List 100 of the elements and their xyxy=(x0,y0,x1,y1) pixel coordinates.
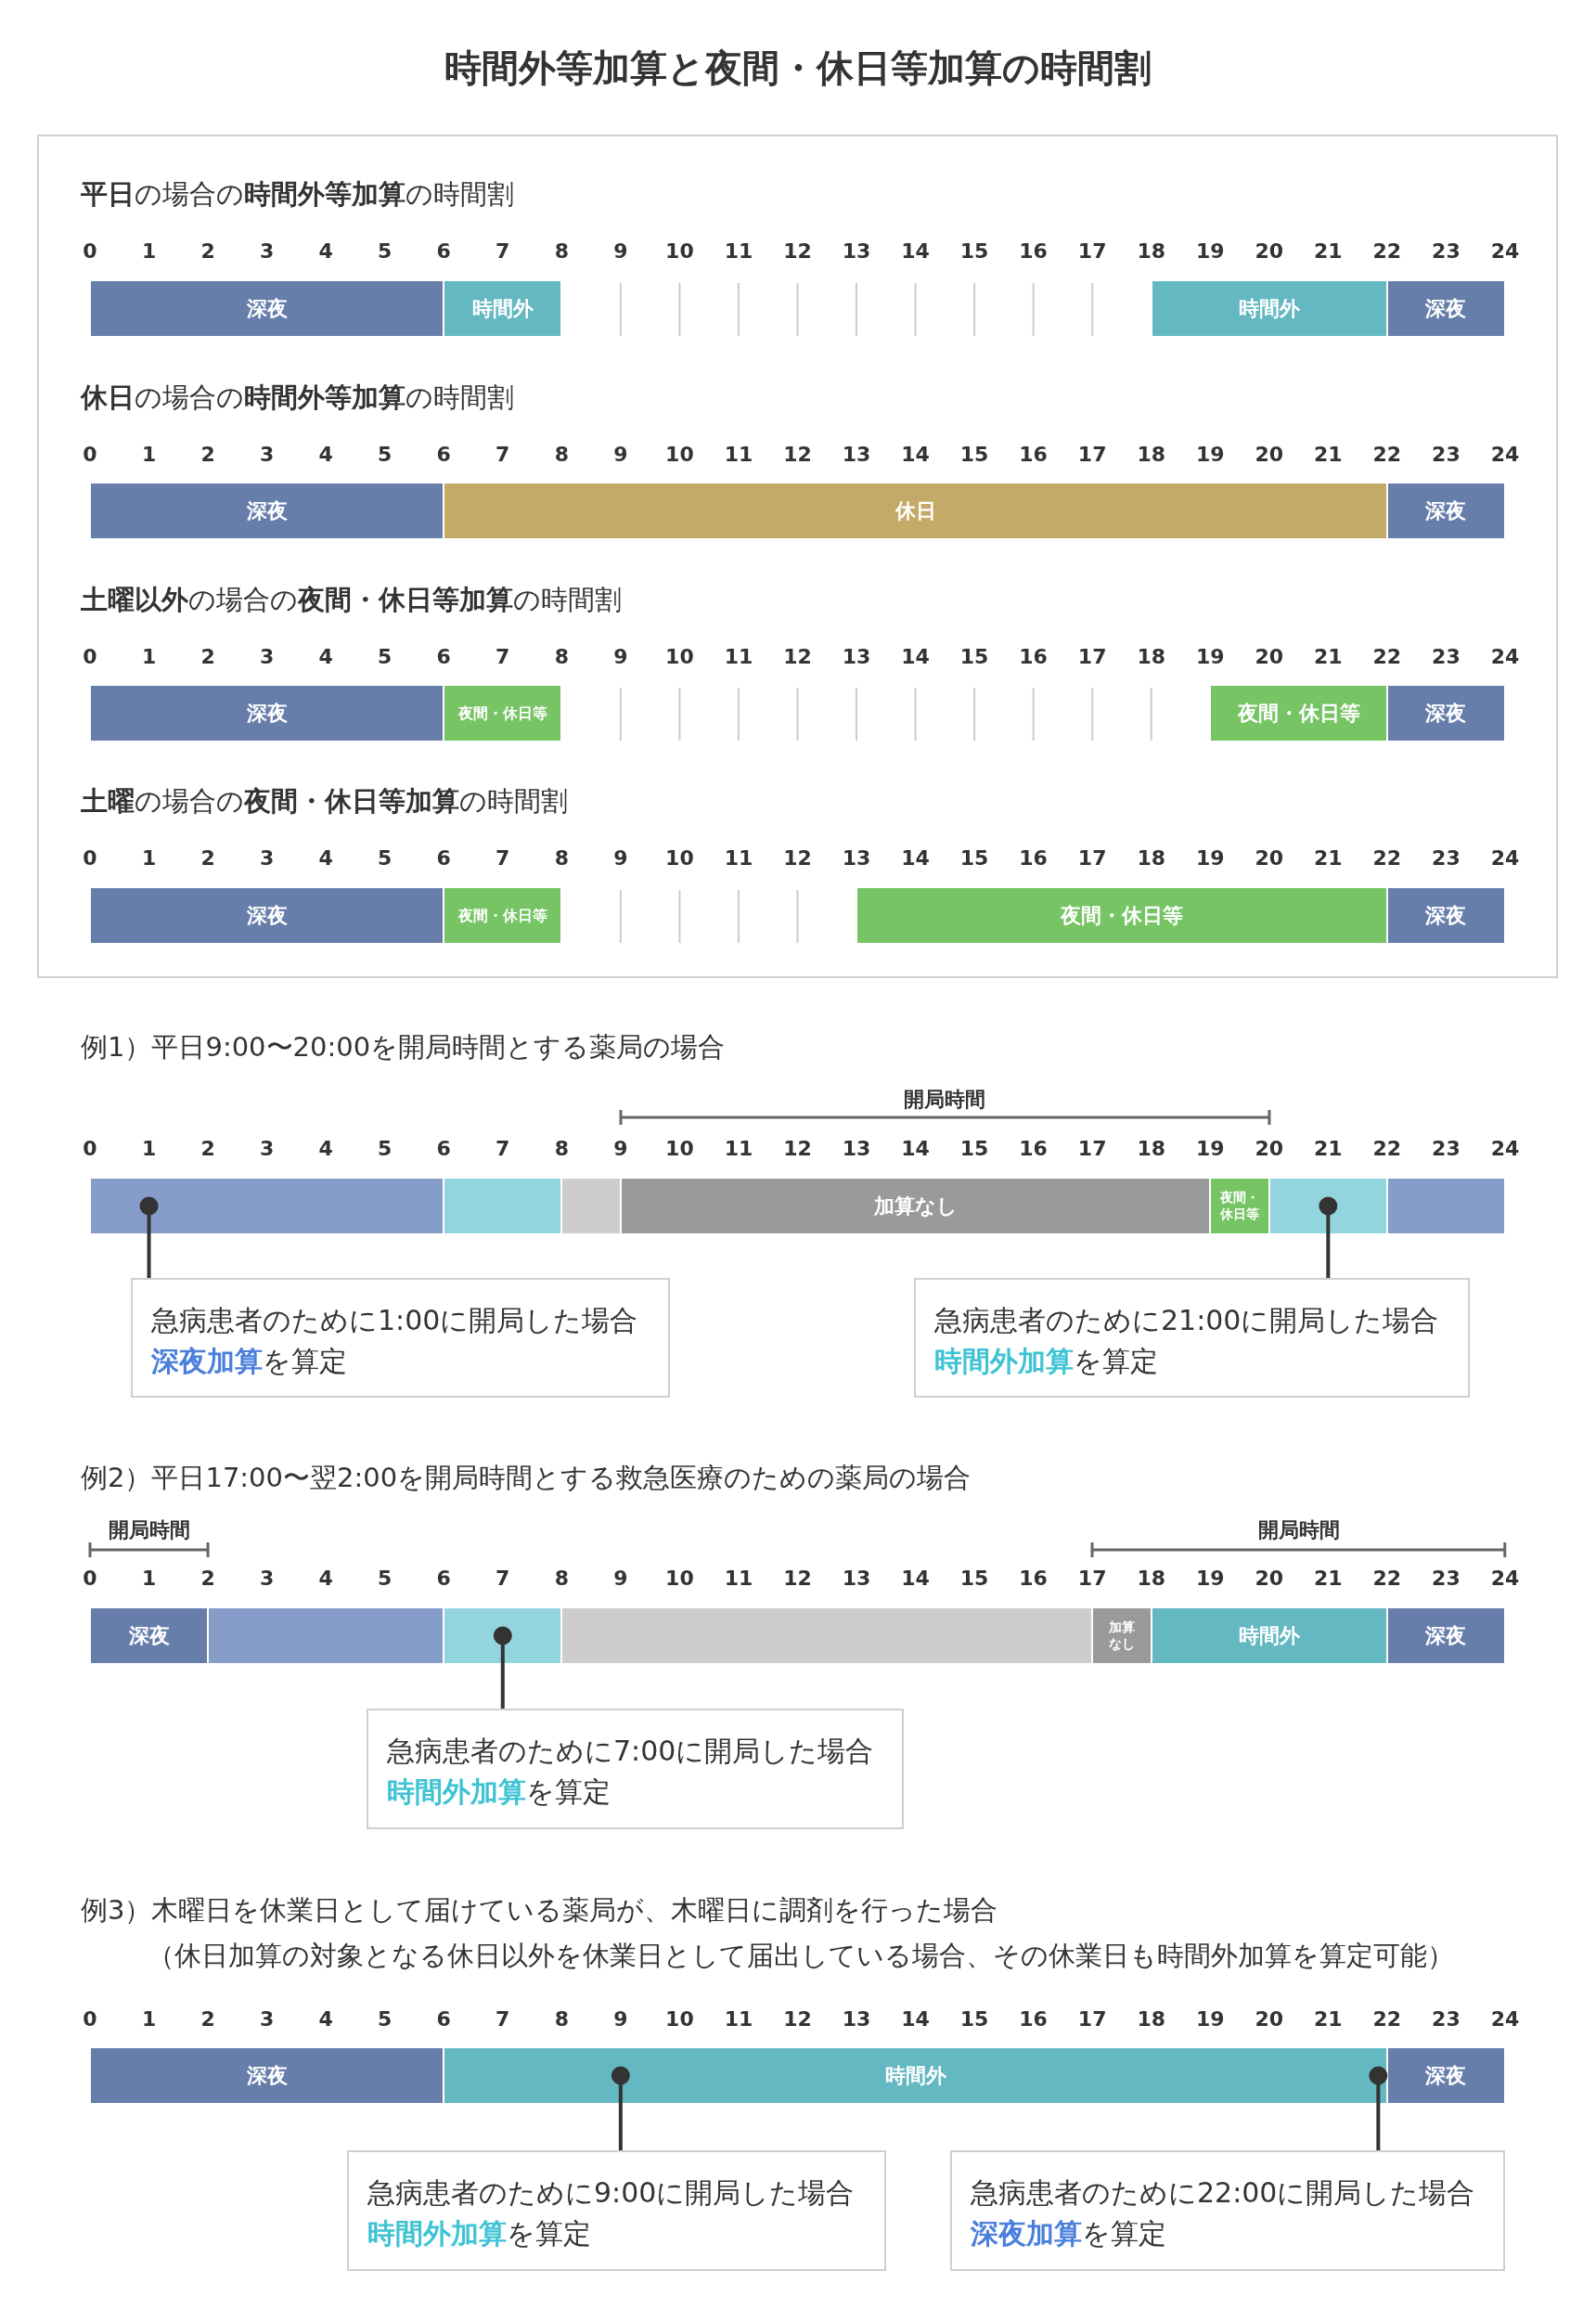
timeline-segment: 夜間・休日等 xyxy=(1211,1179,1268,1233)
hour-label: 20 xyxy=(1254,443,1285,467)
hour-label: 19 xyxy=(1194,1137,1226,1161)
hour-label: 11 xyxy=(723,1137,754,1161)
hour-label: 18 xyxy=(1136,1567,1167,1591)
hour-label: 7 xyxy=(495,645,511,669)
timeline-segment xyxy=(444,1179,561,1233)
timeline-segment xyxy=(1269,1179,1386,1233)
hour-label: 24 xyxy=(1489,2007,1521,2032)
hour-label: 8 xyxy=(553,443,570,467)
callout-text: 急病患者のために21:00に開局した場合 xyxy=(934,1303,1440,1338)
timeline-segment: 深夜 xyxy=(1387,281,1504,336)
callout-text: 時間外加算を算定 xyxy=(387,1774,611,1810)
hour-label: 7 xyxy=(495,1567,511,1591)
hour-label: 20 xyxy=(1254,1137,1285,1161)
hour-label: 19 xyxy=(1194,1567,1226,1591)
hour-label: 17 xyxy=(1076,1567,1108,1591)
hour-label: 22 xyxy=(1371,1137,1403,1161)
hour-label: 19 xyxy=(1194,2007,1226,2032)
hour-label: 0 xyxy=(82,443,98,467)
leader-line xyxy=(1369,2066,1388,2150)
hour-label: 16 xyxy=(1018,1137,1049,1161)
hour-label: 23 xyxy=(1431,1137,1461,1161)
hour-label: 23 xyxy=(1431,846,1461,871)
callout-text: 急病患者のために1:00に開局した場合 xyxy=(151,1303,639,1338)
section-heading: 例2）平日17:00〜翌2:00を開局時間とする救急医療のための薬局の場合 xyxy=(81,1461,972,1494)
timeline-segment xyxy=(91,1179,444,1233)
hour-label: 17 xyxy=(1076,443,1108,467)
hour-label: 4 xyxy=(317,239,334,264)
hour-label: 19 xyxy=(1194,239,1226,264)
hour-label: 2 xyxy=(200,239,216,264)
timeline-segment: 夜間・休日等 xyxy=(444,888,561,943)
hour-label: 20 xyxy=(1254,1567,1285,1591)
hour-label: 13 xyxy=(841,1137,872,1161)
timeline-segment: 深夜 xyxy=(1387,484,1504,538)
hour-label: 2 xyxy=(200,846,216,871)
hour-label: 3 xyxy=(258,443,276,467)
hour-label: 17 xyxy=(1076,846,1108,871)
hour-label: 18 xyxy=(1136,846,1167,871)
callout-box xyxy=(347,2150,886,2271)
hour-label: 9 xyxy=(612,1567,629,1591)
hour-label: 15 xyxy=(959,1137,990,1161)
hour-label: 16 xyxy=(1018,1567,1049,1591)
callout-box xyxy=(131,1278,670,1398)
hour-label: 6 xyxy=(435,2007,452,2032)
leader-line xyxy=(1319,1196,1338,1278)
hour-label: 3 xyxy=(258,846,276,871)
hour-label: 18 xyxy=(1136,1137,1167,1161)
hour-label: 5 xyxy=(377,2007,393,2032)
hour-label: 21 xyxy=(1313,443,1344,467)
timeline-segment: 深夜 xyxy=(1387,2048,1504,2103)
hour-label: 15 xyxy=(959,2007,990,2032)
hour-label: 16 xyxy=(1018,2007,1049,2032)
hour-label: 15 xyxy=(959,846,990,871)
callout-text: 深夜加算を算定 xyxy=(971,2216,1167,2251)
hour-label: 4 xyxy=(317,2007,334,2032)
hour-label: 7 xyxy=(495,2007,511,2032)
hour-label: 14 xyxy=(900,645,931,669)
timeline-segment xyxy=(1387,1179,1504,1233)
hour-label: 1 xyxy=(140,1137,158,1161)
hour-label: 3 xyxy=(258,1567,276,1591)
leader-line xyxy=(139,1196,159,1278)
hour-label: 21 xyxy=(1313,645,1344,669)
hour-label: 4 xyxy=(317,443,334,467)
hour-label: 7 xyxy=(495,846,511,871)
section-heading: 休日の場合の時間外等加算の時間割 xyxy=(81,381,514,414)
hour-label: 15 xyxy=(959,443,990,467)
hour-label: 14 xyxy=(900,443,931,467)
hour-label: 4 xyxy=(317,846,334,871)
leader-line xyxy=(611,2066,630,2150)
bracket-label: 開局時間 xyxy=(107,1517,191,1543)
timeline-segment: 加算なし xyxy=(1093,1608,1151,1663)
hour-label: 1 xyxy=(140,443,158,467)
hour-label: 13 xyxy=(841,443,872,467)
hour-label: 18 xyxy=(1136,239,1167,264)
hour-label: 10 xyxy=(664,239,695,264)
hour-label: 21 xyxy=(1313,2007,1344,2032)
hour-label: 14 xyxy=(900,2007,931,2032)
hour-label: 6 xyxy=(435,443,452,467)
hour-label: 23 xyxy=(1431,1567,1461,1591)
hour-label: 13 xyxy=(841,645,872,669)
hour-label: 13 xyxy=(841,239,872,264)
hour-label: 11 xyxy=(723,846,754,871)
timeline-segment: 時間外 xyxy=(1152,281,1386,336)
callout-text: 深夜加算を算定 xyxy=(151,1344,348,1379)
hour-label: 7 xyxy=(495,1137,511,1161)
timeline-segment: 時間外 xyxy=(1152,1608,1386,1663)
hour-label: 23 xyxy=(1431,239,1461,264)
timeline-segment xyxy=(444,1608,561,1663)
hour-label: 6 xyxy=(435,645,452,669)
hour-label: 5 xyxy=(377,1137,393,1161)
page-title: 時間外等加算と夜間・休日等加算の時間割 xyxy=(444,46,1152,89)
hour-label: 16 xyxy=(1018,846,1049,871)
hour-label: 12 xyxy=(782,645,813,669)
hour-label: 5 xyxy=(377,645,393,669)
hour-label: 0 xyxy=(82,1137,98,1161)
timeline-segment: 深夜 xyxy=(1387,686,1504,741)
hour-label: 15 xyxy=(959,645,990,669)
hour-label: 12 xyxy=(782,1567,813,1591)
callout-text: 急病患者のために22:00に開局した場合 xyxy=(971,2175,1476,2211)
